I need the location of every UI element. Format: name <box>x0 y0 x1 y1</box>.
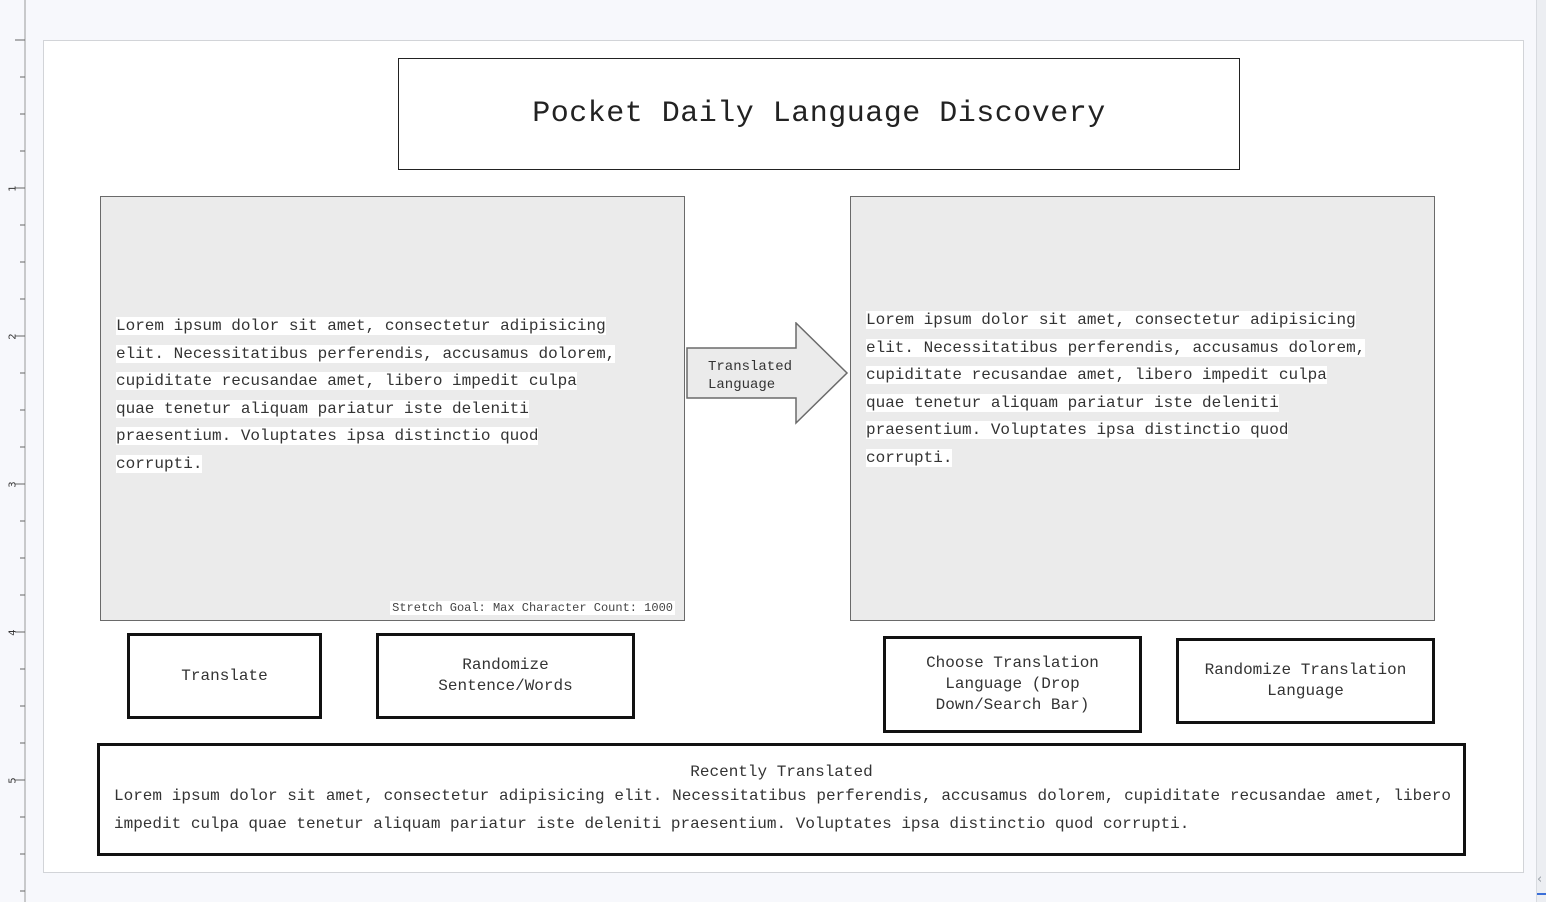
page-title: Pocket Daily Language Discovery <box>532 97 1106 131</box>
collapse-icon[interactable]: ‹ <box>1537 872 1543 887</box>
scroll-corner-accent <box>1537 893 1546 895</box>
wireframe-canvas: Pocket Daily Language Discovery Lorem ip… <box>43 40 1524 873</box>
translated-text-panel[interactable]: Lorem ipsum dolor sit amet, consectetur … <box>850 196 1435 621</box>
vertical-ruler: 1 2 3 4 5 <box>0 0 26 902</box>
arrow-label: Translated Language <box>708 359 793 393</box>
character-count-note: Stretch Goal: Max Character Count: 1000 <box>390 601 675 615</box>
vertical-scrollbar[interactable] <box>1536 0 1546 902</box>
choose-language-label: Choose Translation Language (Drop Down/S… <box>926 654 1099 714</box>
randomize-language-button[interactable]: Randomize Translation Language <box>1176 638 1435 724</box>
right-arrow-icon <box>686 322 849 425</box>
source-text: Lorem ipsum dolor sit amet, consectetur … <box>116 313 671 478</box>
translated-text-content: Lorem ipsum dolor sit amet, consectetur … <box>866 311 1366 467</box>
recently-translated-text: Lorem ipsum dolor sit amet, consectetur … <box>114 787 1451 833</box>
translated-text: Lorem ipsum dolor sit amet, consectetur … <box>866 307 1421 472</box>
choose-language-dropdown[interactable]: Choose Translation Language (Drop Down/S… <box>883 636 1142 733</box>
title-box: Pocket Daily Language Discovery <box>398 58 1240 170</box>
ruler-ticks <box>15 0 26 902</box>
source-text-panel[interactable]: Lorem ipsum dolor sit amet, consectetur … <box>100 196 685 621</box>
ruler-label-3: 3 <box>7 481 19 488</box>
ruler-label-1: 1 <box>7 185 19 192</box>
translate-button[interactable]: Translate <box>127 633 322 719</box>
randomize-sentence-button[interactable]: Randomize Sentence/Words <box>376 633 635 719</box>
randomize-sentence-button-label: Randomize Sentence/Words <box>438 656 573 695</box>
randomize-language-button-label: Randomize Translation Language <box>1204 661 1407 700</box>
recently-translated-box[interactable]: Recently Translated Lorem ipsum dolor si… <box>97 743 1466 856</box>
ruler-label-2: 2 <box>7 333 19 340</box>
translate-button-label: Translate <box>181 666 268 685</box>
ruler-label-4: 4 <box>7 629 19 636</box>
translation-arrow: Translated Language <box>686 322 851 426</box>
recently-translated-title: Recently Translated <box>690 763 873 781</box>
source-text-content: Lorem ipsum dolor sit amet, consectetur … <box>116 317 616 473</box>
ruler-label-5: 5 <box>7 777 19 784</box>
